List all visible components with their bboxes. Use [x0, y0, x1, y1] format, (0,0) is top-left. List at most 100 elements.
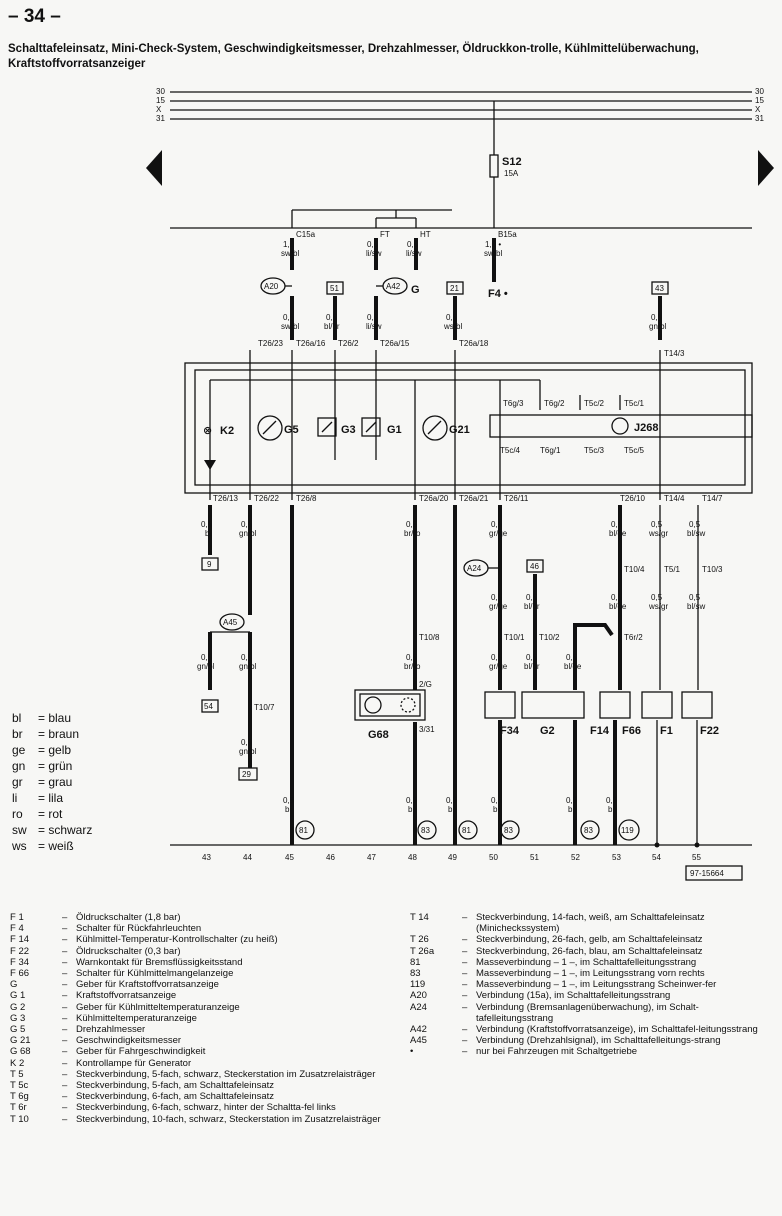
ground-label: 83 — [584, 826, 593, 835]
wire-size: 0,5 — [651, 520, 663, 529]
wire-color: bl/sw — [687, 529, 705, 538]
wire-size: 0,5 — [491, 520, 503, 529]
component-description: Steckverbindung, 5-fach, schwarz, Stecke… — [76, 1068, 376, 1080]
switch-f22: F22 — [681, 691, 719, 737]
previous-page-arrow-icon[interactable] — [146, 150, 162, 186]
ground-icon — [500, 820, 520, 840]
separator-dash: – — [462, 990, 468, 1002]
busbar-label: 15 — [755, 96, 764, 105]
junction-label: A20 — [264, 282, 279, 291]
wire-size: 0,5 — [611, 593, 623, 602]
connector-label: T5c/3 — [584, 446, 605, 455]
component-code: F 34 — [10, 956, 30, 968]
connector-label: T26/23 — [258, 339, 283, 348]
wire-size: 0,5 — [241, 738, 253, 747]
fuse-s12-icon — [489, 154, 499, 178]
switch-f34: F34 — [484, 691, 520, 737]
legend-code: ws — [12, 839, 27, 853]
component-code: A24 — [410, 1001, 427, 1013]
component-list-item: T 14–Steckverbindung, 14-fach, weiß, am … — [410, 912, 775, 934]
legend-row: li= lila — [12, 790, 92, 806]
separator-dash: – — [62, 923, 68, 935]
gauge-g3: G3 — [317, 417, 356, 437]
next-page-arrow-icon[interactable] — [758, 150, 774, 186]
component-code: G 5 — [10, 1024, 26, 1036]
component-description: Öldruckschalter (0,3 bar) — [76, 945, 181, 957]
reference-label: 51 — [330, 284, 339, 293]
separator-dash: – — [462, 1035, 468, 1047]
component-code: T 26 — [410, 934, 429, 946]
wire-size: 0,5 — [491, 593, 503, 602]
junction-label: A45 — [223, 618, 238, 627]
connector-label: FT — [380, 230, 390, 239]
wire-size: 0,5 — [367, 313, 379, 322]
separator-dash: – — [62, 945, 68, 957]
track-number: 43 — [202, 853, 211, 862]
component-description: Masseverbindung – 1 –, im Schalttafellei… — [476, 956, 697, 968]
wire-color: bl/ge — [609, 602, 627, 611]
connector-label: T26/10 — [620, 494, 645, 503]
separator-dash: – — [62, 1113, 68, 1125]
wire-size: 0,5 — [367, 240, 379, 249]
wire-size: 0,5 — [241, 653, 253, 662]
reference-box — [526, 559, 544, 573]
wire-size: 0,5 — [446, 796, 458, 805]
component-code: 119 — [410, 979, 426, 991]
junction-label: A24 — [467, 564, 482, 573]
component-description: Geber für Kühlmitteltemperaturanzeige — [76, 1001, 240, 1013]
component-description: Verbindung (Kraftstoffvorratsanzeige), i… — [476, 1024, 758, 1036]
component-description: Geschwindigkeitsmesser — [76, 1035, 182, 1047]
separator-dash: – — [62, 912, 68, 923]
legend-name: = grün — [38, 759, 73, 773]
ground-icon — [580, 820, 600, 840]
component-label: G1 — [387, 424, 402, 436]
component-label: K2 — [220, 425, 234, 437]
wire-color: br — [285, 805, 292, 814]
wire-color: br/ro — [404, 662, 421, 671]
fuse-rating: 15A — [504, 169, 519, 178]
component-description: Drehzahlmesser — [76, 1024, 146, 1036]
connector-label: T5/1 — [664, 565, 681, 574]
separator-dash: – — [62, 1080, 68, 1092]
connector-label: HT — [420, 230, 431, 239]
wiring-schematic: .w { stroke:#111; stroke-width:1.3; fill… — [146, 87, 774, 881]
separator-dash: – — [462, 1001, 468, 1013]
wire-color: ws/gr — [648, 602, 668, 611]
component-code: F 4 — [10, 923, 24, 935]
ground-icon — [295, 820, 315, 840]
component-description: Verbindung (Drehzahlsignal), im Schaltta… — [476, 1035, 721, 1047]
wire-color: ws/gr — [648, 529, 668, 538]
reference-box — [201, 557, 219, 571]
component-list-left: F 1–Öldruckschalter (1,8 bar)F 4–Schalte… — [10, 912, 395, 1125]
wire-color: gr/ge — [489, 529, 508, 538]
component-list-item: A20–Verbindung (15a), im Schalttafelleit… — [410, 990, 775, 1001]
ground-label: 119 — [621, 826, 634, 835]
wire-size: 0,5 — [611, 520, 623, 529]
legend-code: br — [12, 727, 23, 741]
separator-dash: – — [462, 956, 468, 968]
wire-color: bl — [205, 529, 211, 538]
wire-color: ws/bl — [443, 322, 462, 331]
ground-icon — [618, 819, 640, 841]
component-code: T 26a — [410, 945, 435, 957]
component-description: Schalter für Kühlmittelmangelanzeige — [76, 968, 234, 980]
component-label: F66 — [622, 725, 641, 737]
wire-size: 1,0 • — [485, 240, 501, 249]
connector-label: T26a/16 — [296, 339, 326, 348]
component-list-item: G 2–Geber für Kühlmitteltemperaturanzeig… — [10, 1002, 395, 1013]
reference-label: 21 — [450, 284, 459, 293]
connector-label: T6g/2 — [544, 399, 565, 408]
component-code: G — [10, 979, 18, 991]
component-list-item: G 21–Geschwindigkeitsmesser — [10, 1035, 395, 1046]
component-description: Kühlmitteltemperaturanzeige — [76, 1012, 197, 1024]
component-description: Öldruckschalter (1,8 bar) — [76, 912, 181, 923]
connector-label: T26a/15 — [380, 339, 410, 348]
component-description: Steckverbindung, 14-fach, weiß, am Schal… — [476, 912, 705, 935]
separator-dash: – — [462, 968, 468, 980]
connector-label: 2/G — [419, 680, 432, 689]
wire-color: bl/br — [524, 602, 540, 611]
wire-color: li/sw — [366, 249, 382, 258]
legend-name: = gelb — [38, 743, 72, 757]
legend-code: ge — [12, 743, 26, 757]
switch-icon — [484, 691, 516, 719]
